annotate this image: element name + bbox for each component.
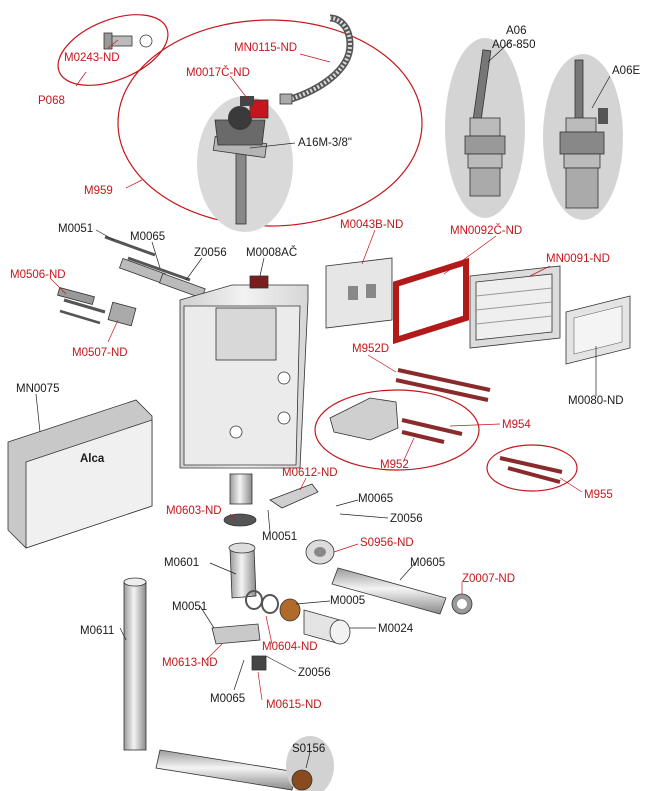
part-long-pipe-bottom [155, 749, 297, 791]
part-m955-rods [499, 456, 563, 484]
label-m0613-nd: M0613-ND [162, 657, 218, 669]
part-m0611-pipe [123, 577, 147, 751]
label-m0065-b: M0065 [358, 493, 393, 505]
label-m0051-a: M0051 [58, 223, 93, 235]
label-m0605: M0605 [410, 557, 445, 569]
label-z0056-b: Z0056 [390, 513, 423, 525]
leader-lines [35, 39, 611, 769]
label-p068: P068 [38, 95, 65, 107]
label-mn0075: MN0075 [16, 383, 59, 395]
label-a06: A06 [506, 25, 526, 37]
part-m0615-clip [251, 655, 267, 671]
part-labels: M0243-ND P068 MN0115-ND M0017Č-ND A16M-3… [10, 25, 640, 755]
label-m0615-nd: M0615-ND [266, 699, 322, 711]
brand-logo-text: Alca [80, 453, 105, 465]
label-m954: M954 [502, 419, 531, 431]
label-m959: M959 [84, 185, 113, 197]
label-m0008ac: M0008AČ [246, 246, 297, 259]
part-s0956-rosette [305, 539, 335, 565]
part-mn0115-hose [286, 14, 354, 104]
part-m0601-bend [228, 542, 257, 599]
part-s0156-seal [291, 769, 313, 791]
label-a06e: A06E [612, 65, 640, 77]
label-z0056-c: Z0056 [298, 667, 331, 679]
group-ring-m955 [486, 444, 578, 492]
label-m0043b-nd: M0043B-ND [340, 219, 403, 231]
label-s0956-nd: S0956-ND [360, 537, 414, 549]
part-a06e-flush-valve [559, 59, 608, 209]
label-a16m: A16M-3/8" [298, 137, 352, 149]
label-m0612-nd: M0612-ND [282, 467, 338, 479]
label-m0601: M0601 [164, 557, 199, 569]
label-m0005: M0005 [330, 595, 365, 607]
label-a06-850: A06-850 [492, 39, 535, 51]
part-m0051-fixing-bolts [57, 235, 206, 327]
label-m0065-a: M0065 [130, 231, 165, 243]
label-m0603-nd: M0603-ND [166, 505, 222, 517]
part-m0603-seal [223, 513, 257, 527]
label-mn0092c-nd: MN0092Č-ND [450, 224, 522, 237]
label-z0056-a: Z0056 [194, 247, 227, 259]
label-m0506-nd: M0506-ND [10, 269, 66, 281]
label-z0007-nd: Z0007-ND [462, 573, 515, 585]
label-m955: M955 [584, 489, 613, 501]
part-m0604-rings [245, 590, 301, 622]
part-m0605-pipe [331, 567, 447, 615]
part-m0243-screw [103, 32, 153, 50]
label-m0611: M0611 [80, 625, 114, 637]
part-mn0092c-red-frame [393, 257, 469, 345]
label-m0080-nd: M0080-ND [568, 395, 624, 407]
part-z0007-nut [451, 593, 473, 615]
label-mn0115-nd: MN0115-ND [234, 42, 297, 54]
label-mn0091-nd: MN0091-ND [546, 253, 610, 265]
part-m0613-bracket [211, 623, 261, 645]
part-m0080-plate [565, 295, 631, 365]
part-m0024-cap [303, 609, 351, 645]
part-m952-bracket [329, 397, 463, 444]
part-mn0075-cover: Alca [7, 399, 153, 549]
label-m0024: M0024 [378, 623, 414, 635]
part-cistern-tank [179, 275, 309, 469]
label-m952: M952 [380, 459, 409, 471]
part-mn0091-box [469, 265, 561, 349]
group-ring-p068 [57, 14, 169, 86]
group-ring-m959 [117, 19, 423, 227]
part-m0043b-plate [325, 257, 393, 329]
part-a16m-fill-valve [212, 96, 269, 225]
label-m0507-nd: M0507-ND [72, 347, 128, 359]
part-m952d-rods [395, 368, 491, 402]
label-m0243-nd: M0243-ND [64, 52, 120, 64]
label-m0604-nd: M0604-ND [262, 641, 318, 653]
label-m0065-c: M0065 [210, 693, 245, 705]
label-m0051-b: M0051 [262, 531, 297, 543]
label-s0156: S0156 [292, 743, 325, 755]
part-a06-flush-valve [464, 49, 506, 197]
label-m0051-c: M0051 [172, 601, 207, 613]
part-m0612-bracket [269, 483, 319, 509]
group-ring-m952 [314, 389, 480, 471]
label-m0017c-nd: M0017Č-ND [186, 66, 250, 79]
part-tank-outlet [229, 473, 253, 505]
label-m952d: M952D [352, 343, 389, 355]
